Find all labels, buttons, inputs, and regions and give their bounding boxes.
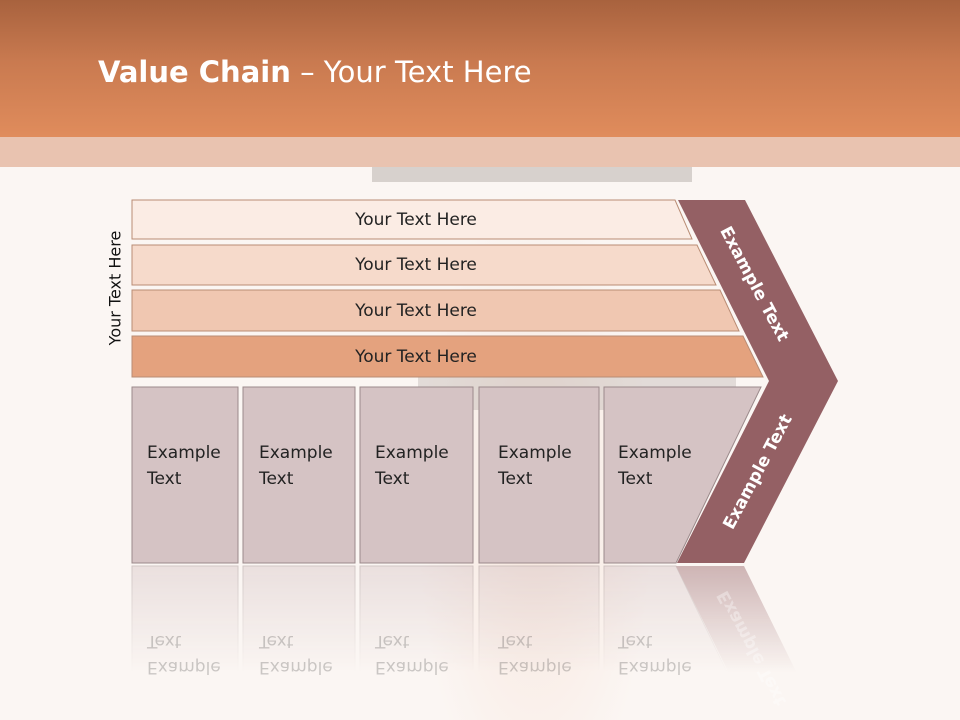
column-shape-5	[603, 386, 762, 564]
column-reflection-4-line2: Text	[498, 631, 533, 651]
row-label-4: Your Text Here	[355, 346, 477, 367]
title-bar-band	[0, 137, 960, 167]
column-reflection-3-line2: Text	[375, 631, 410, 651]
reflection	[131, 565, 820, 720]
row-label-2: Your Text Here	[355, 255, 477, 275]
column-2-line2: Text	[259, 469, 294, 489]
column-reflection-4: Example Text	[498, 628, 572, 680]
column-1-line2: Text	[147, 469, 182, 489]
column-5-line2: Text	[618, 469, 653, 489]
column-shape-2	[242, 386, 356, 564]
column-1-line1: Example	[147, 443, 221, 463]
column-4-line2: Text	[498, 469, 533, 489]
column-reflection-1-line2: Text	[147, 631, 182, 651]
chevron-arrow	[677, 200, 838, 563]
row-label-3: Your Text Here	[355, 300, 477, 321]
title-rest: – Your Text Here	[290, 55, 532, 89]
column-2-line1: Example	[259, 443, 333, 463]
column-reflection-3-line1: Example	[375, 657, 449, 677]
column-reflection-4-line1: Example	[498, 657, 572, 677]
row-label-1: Your Text Here	[355, 209, 477, 230]
column-4-line1: Example	[498, 443, 572, 463]
column-5-line1: Example	[618, 443, 692, 463]
column-reflection-2-line1: Example	[259, 657, 333, 677]
title-bar	[0, 0, 960, 137]
slide-title: Value Chain – Your Text Here	[98, 55, 532, 89]
column-reflection-5: Example Text	[618, 628, 692, 680]
row-shape-2	[131, 244, 717, 286]
column-shape-3	[359, 386, 474, 564]
column-3-line2: Text	[375, 469, 410, 489]
row-shape-1	[131, 199, 693, 240]
column-shape-4	[478, 386, 600, 564]
title-bold: Value Chain	[98, 55, 291, 89]
row-shape-3	[131, 289, 740, 332]
column-3-line1: Example	[375, 443, 449, 463]
row-shape-4	[131, 335, 764, 378]
column-reflection-5-line1: Example	[618, 657, 692, 677]
column-reflection-2: Example Text	[259, 628, 333, 680]
column-reflection-5-line2: Text	[618, 631, 653, 651]
column-reflection-3: Example Text	[375, 628, 449, 680]
column-reflection-1-line1: Example	[147, 657, 221, 677]
column-reflection-2-line2: Text	[259, 631, 294, 651]
column-shape-1	[131, 386, 239, 564]
column-reflection-1: Example Text	[147, 628, 221, 680]
